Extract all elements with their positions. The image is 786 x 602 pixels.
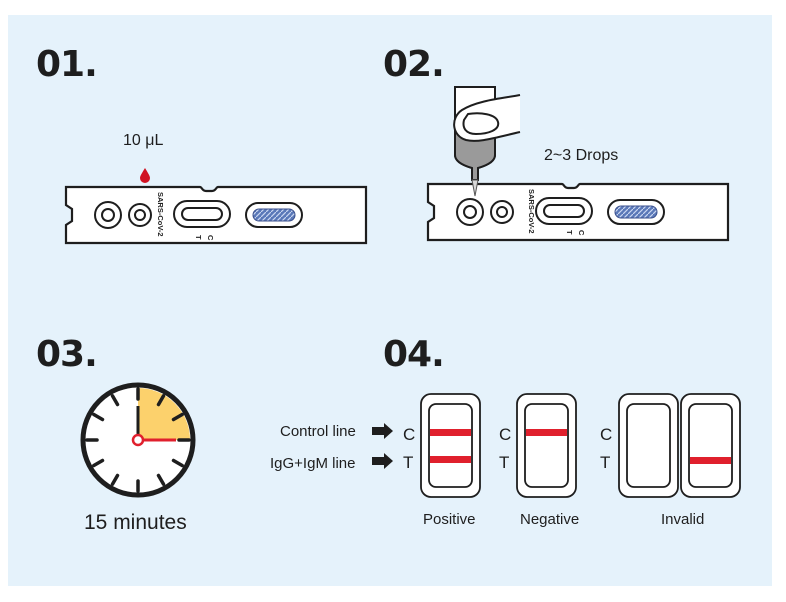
result-window-invalid-2 [680,393,741,498]
invalid-label: Invalid [661,511,705,528]
timer-tick [92,458,105,468]
step-number-3: 03. [36,334,98,375]
control-line-negative [526,429,567,436]
timer-tick [171,458,184,468]
result-window-positive [420,393,481,498]
timer-tick [156,394,166,407]
duration-label: 15 minutes [84,511,187,534]
negative-t-letter: T [499,453,510,472]
negative-label: Negative [520,511,580,528]
cassette-t-step1: T [194,235,203,240]
timer-clock-icon [80,382,196,498]
arrow-right-icon [372,423,393,439]
cassette-t-step2: T [565,230,574,235]
positive-c-letter: C [403,425,416,444]
drops-label: 2~3 Drops [544,147,619,164]
timer-tick [156,473,166,486]
control-line-positive [430,429,471,436]
arrow-right-icon [372,453,393,469]
cassette-step1 [64,185,368,245]
positive-t-letter: T [403,453,414,472]
control-line-label: Control line [280,423,356,440]
test-line-invalid [690,457,731,464]
cassette-c-step1: C [206,235,215,241]
timer-tick [92,412,105,422]
step-number-4: 04. [383,334,445,375]
cassette-label-step1: SARS-CoV-2 [156,192,165,237]
sample-volume-label: 10 μL [123,132,164,149]
test-line-positive [430,456,471,463]
timer-tick [110,394,120,407]
step-number-1: 01. [36,44,98,85]
cassette-label-step2: SARS-CoV-2 [527,189,536,234]
blood-drop-icon [140,168,150,183]
cassette-c-step2: C [577,230,586,236]
result-window-invalid-1 [618,393,679,498]
test-line-label: IgG+IgM line [270,455,356,472]
finger-icon [453,94,521,142]
invalid-t-letter: T [600,453,611,472]
timer-tick [110,473,120,486]
timer-tick [171,412,184,422]
timer-elapsed-sector [138,388,190,440]
negative-c-letter: C [499,425,512,444]
invalid-c-letter: C [600,425,613,444]
positive-label: Positive [423,511,476,528]
result-window-negative [516,393,577,498]
step-number-2: 02. [383,44,445,85]
